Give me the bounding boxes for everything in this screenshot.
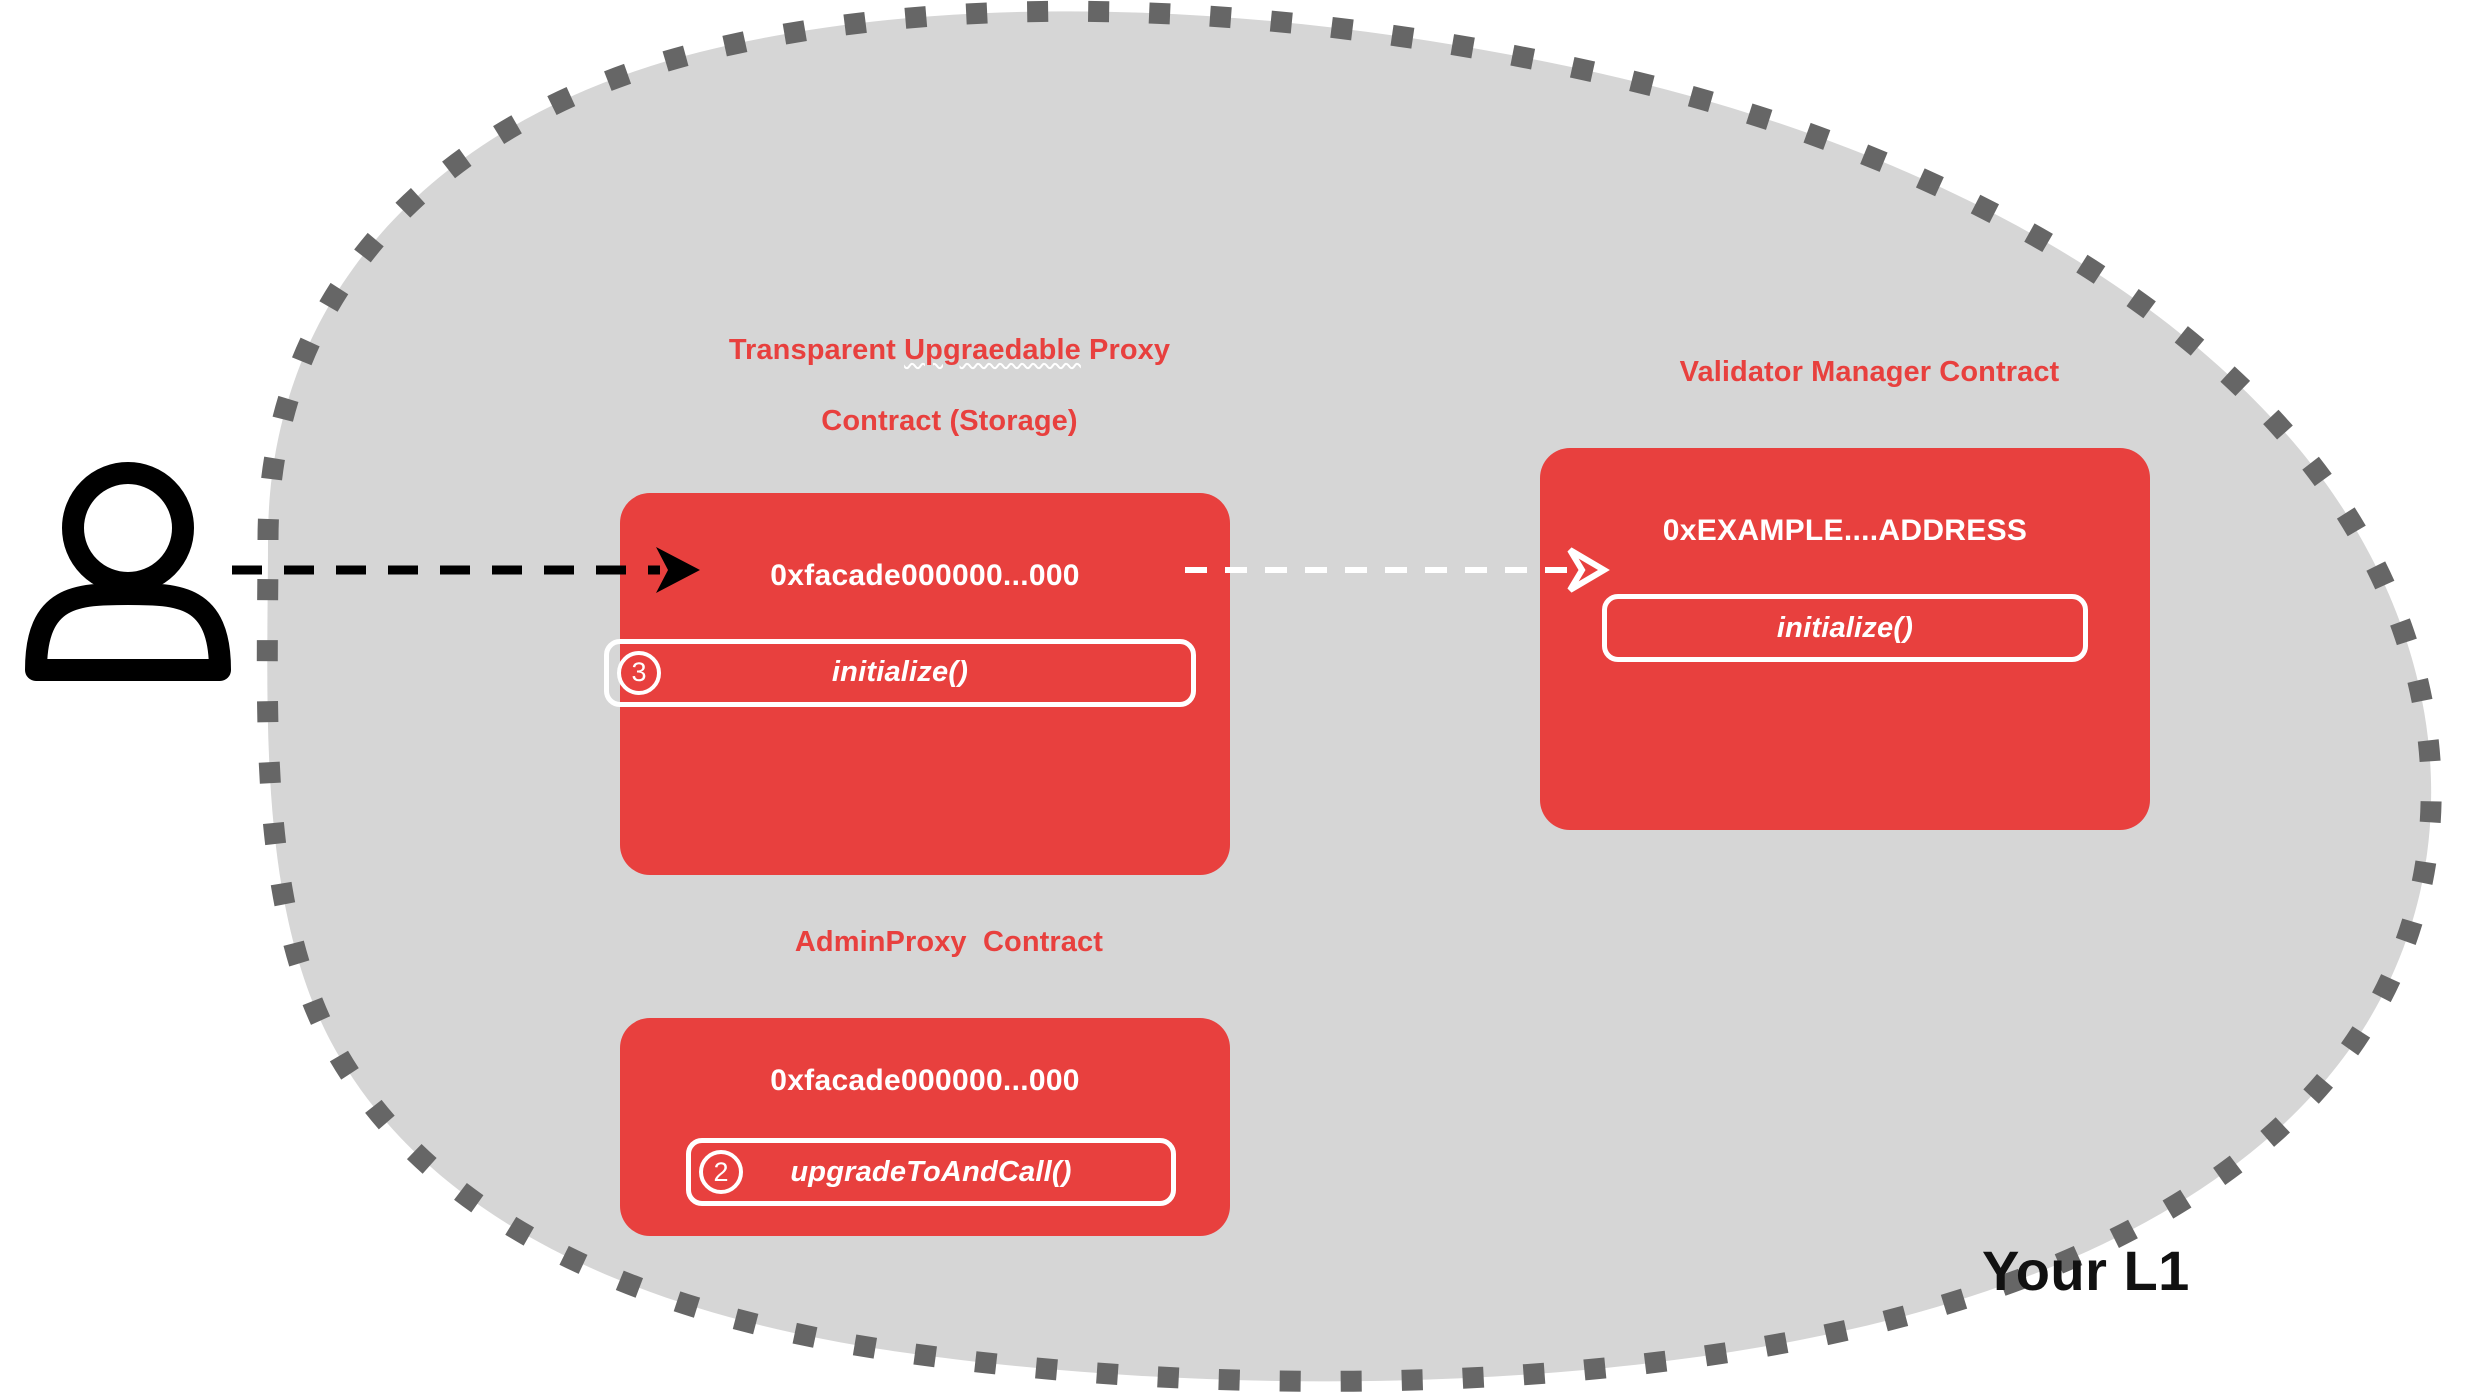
contract-title-admin-proxy: AdminProxy Contract	[620, 890, 1230, 996]
function-label-initialize: initialize()	[1776, 611, 1914, 644]
contract-address-validator-manager: 0xEXAMPLE....ADDRESS	[1662, 514, 2028, 548]
title-text-post: Proxy	[1080, 334, 1171, 367]
function-pill-initialize-proxy[interactable]: 3 initialize()	[604, 638, 1196, 707]
function-label-initialize: initialize()	[831, 656, 969, 689]
region-label-your-l1: Your L1	[1982, 1239, 2190, 1302]
contract-title-transparent-upgradeable-proxy: Transparent Upgraedable Proxy Contract (…	[620, 298, 1230, 475]
contract-address-admin-proxy: 0xfacade000000...000	[770, 1064, 1080, 1098]
title-text-validator-manager: Validator Manager Contract	[1679, 356, 2060, 389]
function-pill-upgrade-to-and-call[interactable]: 2 upgradeToAndCall()	[686, 1138, 1176, 1207]
contract-title-validator-manager: Validator Manager Contract	[1540, 320, 2150, 426]
title-text-admin-proxy: AdminProxy Contract	[794, 926, 1104, 959]
contract-card-validator-manager[interactable]: 0xEXAMPLE....ADDRESS initialize()	[1540, 448, 2150, 831]
contract-card-transparent-upgradeable-proxy[interactable]: 0xfacade000000...000 3 initialize()	[604, 492, 1230, 875]
title-text-misspelled: Upgraedable	[904, 334, 1081, 367]
title-text-pre: Transparent	[728, 334, 905, 367]
function-pill-initialize-validator-manager[interactable]: initialize()	[1602, 594, 2088, 663]
function-label-upgrade-to-and-call: upgradeToAndCall()	[790, 1155, 1072, 1188]
contract-transparent-upgradeable-proxy[interactable]: Transparent Upgraedable Proxy Contract (…	[604, 298, 1230, 875]
arrow-proxy-to-validator-manager	[1185, 547, 1610, 593]
contract-admin-proxy[interactable]: AdminProxy Contract 0xfacade000000...000…	[620, 890, 1230, 1237]
arrow-user-to-proxy	[232, 547, 700, 593]
title-text-line2: Contract (Storage)	[821, 405, 1078, 438]
step-badge-3: 3	[617, 650, 661, 695]
contract-card-admin-proxy[interactable]: 0xfacade000000...000 2 upgradeToAndCall(…	[620, 1018, 1230, 1237]
step-badge-2: 2	[699, 1150, 743, 1195]
contract-validator-manager[interactable]: Validator Manager Contract 0xEXAMPLE....…	[1540, 320, 2150, 831]
contract-address-transparent-upgradeable-proxy: 0xfacade000000...000	[770, 558, 1080, 592]
